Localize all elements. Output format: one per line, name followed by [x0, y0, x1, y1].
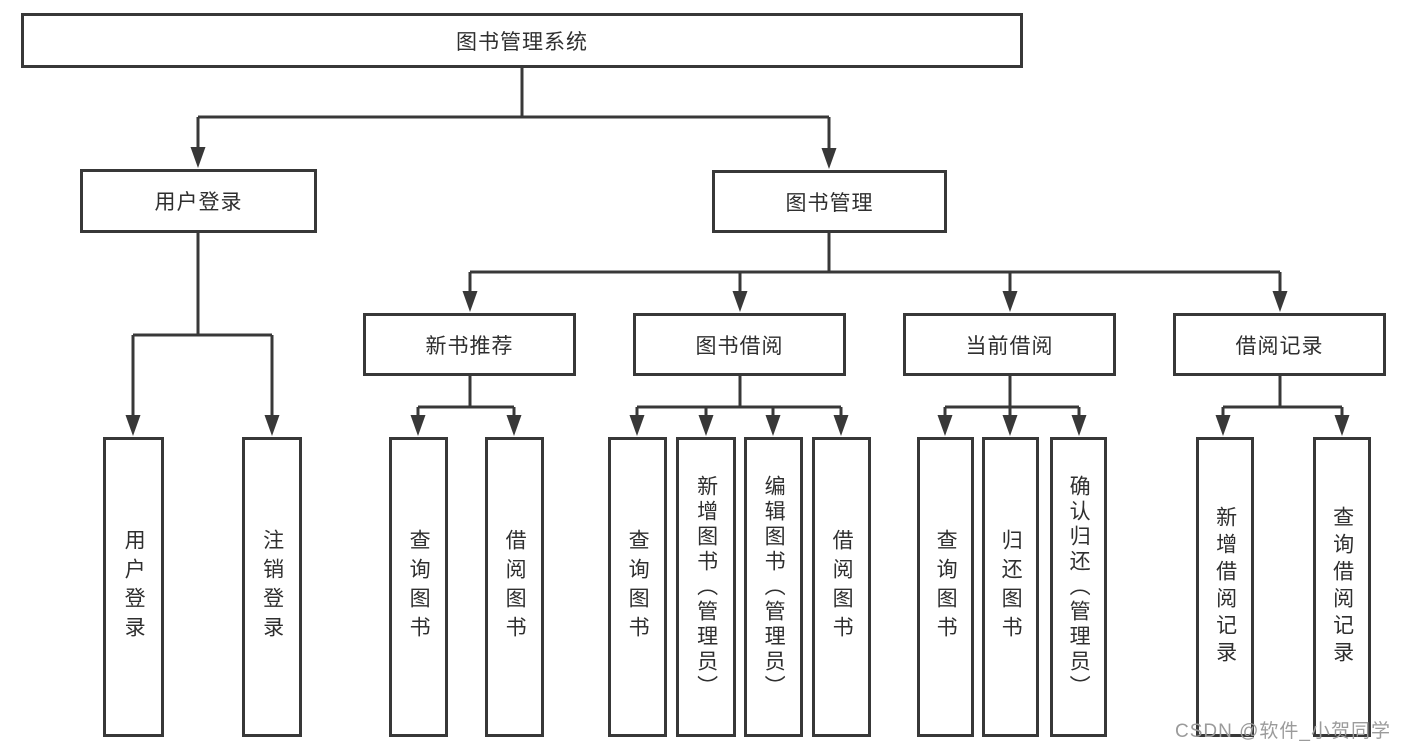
- node-new-book-recommendation: 新书推荐: [363, 313, 576, 376]
- leaf-query-books-current: 查询图书: [917, 437, 974, 737]
- node-current-borrowing: 当前借阅: [903, 313, 1116, 376]
- leaf-query-books-borrowing: 查询图书: [608, 437, 667, 737]
- node-book-management: 图书管理: [712, 170, 947, 233]
- leaf-return-books: 归还图书: [982, 437, 1039, 737]
- leaf-logout-login: 注销登录: [242, 437, 302, 737]
- leaf-add-borrow-record: 新增借阅记录: [1196, 437, 1254, 737]
- leaf-edit-books-admin: 编辑图书（管理员）: [744, 437, 803, 737]
- leaf-add-books-admin: 新增图书（管理员）: [676, 437, 736, 737]
- leaf-confirm-return-admin-label: 确认归还（管理员）: [1067, 474, 1091, 700]
- node-root-library-management-system: 图书管理系统: [21, 13, 1023, 68]
- node-user-login: 用户登录: [80, 169, 317, 233]
- node-book-borrowing: 图书借阅: [633, 313, 846, 376]
- leaf-query-books-current-label: 查询图书: [934, 529, 958, 645]
- leaf-user-login-label: 用户登录: [122, 529, 146, 645]
- leaf-add-borrow-record-label: 新增借阅记录: [1213, 506, 1237, 668]
- leaf-borrow-books-borrowing-label: 借阅图书: [830, 529, 854, 645]
- leaf-logout-login-label: 注销登录: [260, 529, 284, 645]
- arrowheads: [125, 147, 1350, 436]
- leaf-query-books-borrowing-label: 查询图书: [626, 529, 650, 645]
- leaf-confirm-return-admin: 确认归还（管理员）: [1050, 437, 1107, 737]
- leaf-query-borrow-record-label: 查询借阅记录: [1330, 506, 1354, 668]
- csdn-watermark: CSDN @软件_小贺同学: [1175, 721, 1391, 742]
- node-borrowing-records: 借阅记录: [1173, 313, 1386, 376]
- leaf-return-books-label: 归还图书: [999, 529, 1023, 645]
- leaf-query-books-recommend: 查询图书: [389, 437, 448, 737]
- leaf-borrow-books-recommend: 借阅图书: [485, 437, 544, 737]
- leaf-user-login: 用户登录: [103, 437, 164, 737]
- leaf-edit-books-admin-label: 编辑图书（管理员）: [762, 474, 786, 700]
- leaf-add-books-admin-label: 新增图书（管理员）: [694, 474, 718, 700]
- leaf-borrow-books-borrowing: 借阅图书: [812, 437, 871, 737]
- leaf-query-borrow-record: 查询借阅记录: [1313, 437, 1371, 737]
- leaf-borrow-books-recommend-label: 借阅图书: [503, 529, 527, 645]
- leaf-query-books-recommend-label: 查询图书: [407, 529, 431, 645]
